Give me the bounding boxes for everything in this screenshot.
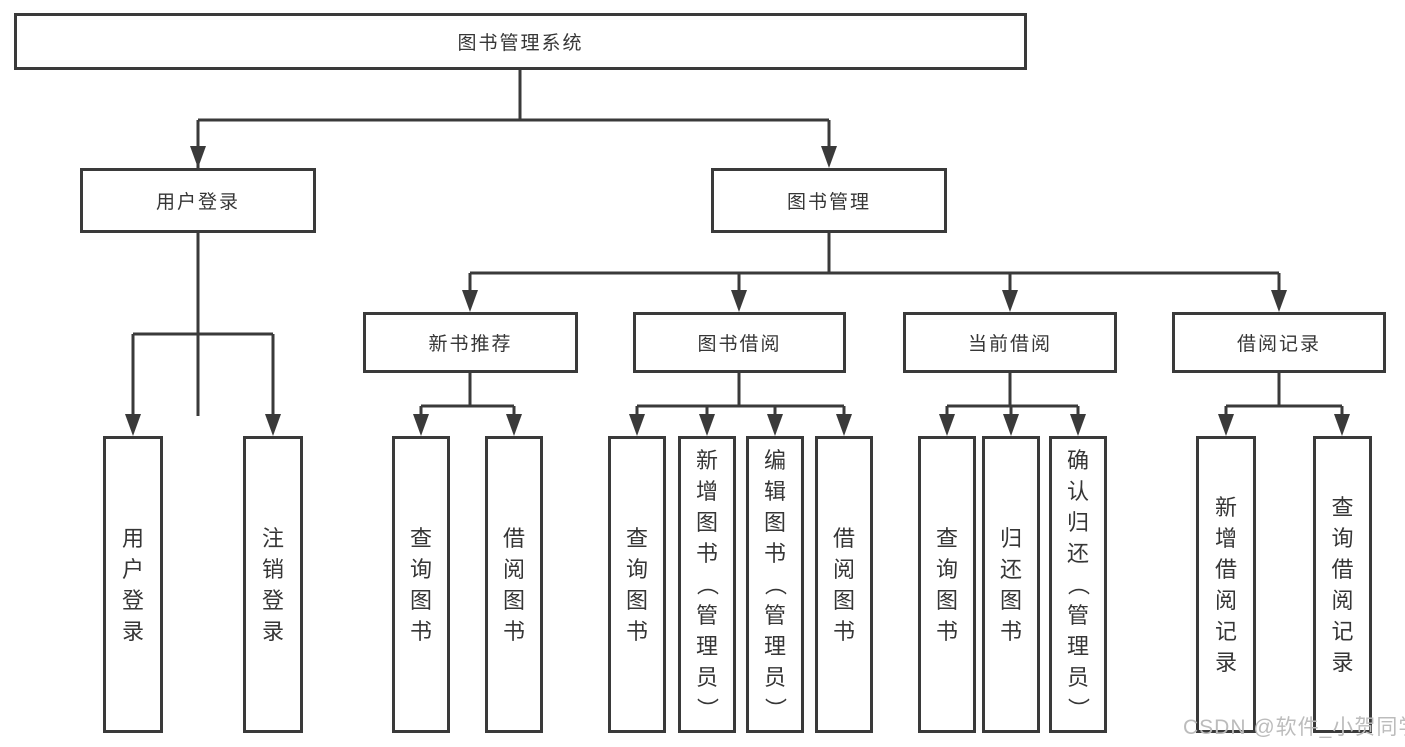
leaf-nbr-query-books: 查询图书 bbox=[392, 436, 450, 733]
leaf-nbr-borrow-books-label: 借阅图书 bbox=[502, 525, 525, 644]
node-new-book-recommend-label: 新书推荐 bbox=[428, 334, 513, 355]
leaf-cb-query-books-label: 查询图书 bbox=[935, 525, 958, 644]
arrowhead bbox=[629, 414, 645, 436]
leaf-cb-return-books: 归还图书 bbox=[982, 436, 1040, 733]
connector-book-mgmt-subtree bbox=[468, 233, 1281, 292]
arrowhead bbox=[1003, 414, 1019, 436]
leaf-cb-return-books-label: 归还图书 bbox=[999, 525, 1022, 644]
leaf-bb-edit-books-admin: 编辑图书（管理员） bbox=[746, 436, 804, 733]
connector-new-book-rec-subtree bbox=[419, 373, 516, 416]
arrowhead bbox=[767, 414, 783, 436]
arrowhead bbox=[1218, 414, 1234, 436]
arrowhead bbox=[1334, 414, 1350, 436]
leaf-nbr-query-books-label: 查询图书 bbox=[409, 525, 432, 644]
connector-user-login-subtree bbox=[131, 233, 275, 416]
node-book-borrowing-label: 图书借阅 bbox=[697, 334, 782, 355]
node-book-management: 图书管理 bbox=[711, 168, 947, 233]
arrowhead bbox=[731, 290, 747, 312]
leaf-logout-label: 注销登录 bbox=[261, 525, 284, 644]
arrowhead bbox=[836, 414, 852, 436]
node-root: 图书管理系统 bbox=[14, 13, 1027, 70]
node-current-borrowing-label: 当前借阅 bbox=[967, 334, 1052, 355]
leaf-bb-query-books: 查询图书 bbox=[608, 436, 666, 733]
connector-root bbox=[196, 70, 831, 416]
node-borrowing-records: 借阅记录 bbox=[1172, 312, 1386, 373]
arrowhead bbox=[1070, 414, 1086, 436]
leaf-br-add-record-label: 新增借阅记录 bbox=[1214, 494, 1237, 675]
leaf-cb-confirm-return-admin-label: 确认归还（管理员） bbox=[1065, 448, 1091, 720]
node-book-borrowing: 图书借阅 bbox=[633, 312, 846, 373]
arrowhead bbox=[506, 414, 522, 436]
leaf-bb-edit-books-admin-label: 编辑图书（管理员） bbox=[762, 448, 788, 720]
node-book-management-label: 图书管理 bbox=[786, 192, 871, 213]
leaf-br-add-record: 新增借阅记录 bbox=[1196, 436, 1256, 733]
connector-book-borrow-subtree bbox=[635, 373, 846, 416]
arrowhead bbox=[125, 414, 141, 436]
leaf-bb-borrow-books: 借阅图书 bbox=[815, 436, 873, 733]
arrowhead bbox=[1002, 290, 1018, 312]
leaf-nbr-borrow-books: 借阅图书 bbox=[485, 436, 543, 733]
leaf-bb-borrow-books-label: 借阅图书 bbox=[832, 525, 855, 644]
leaf-bb-add-books-admin: 新增图书（管理员） bbox=[678, 436, 736, 733]
node-root-label: 图书管理系统 bbox=[457, 33, 584, 54]
node-new-book-recommend: 新书推荐 bbox=[363, 312, 578, 373]
arrowhead bbox=[462, 290, 478, 312]
leaf-cb-confirm-return-admin: 确认归还（管理员） bbox=[1049, 436, 1107, 733]
arrowhead bbox=[413, 414, 429, 436]
arrowhead bbox=[821, 146, 837, 168]
leaf-br-query-record: 查询借阅记录 bbox=[1313, 436, 1372, 733]
leaf-cb-query-books: 查询图书 bbox=[918, 436, 976, 733]
node-borrowing-records-label: 借阅记录 bbox=[1236, 334, 1321, 355]
connector-current-borrow-subtree bbox=[945, 373, 1080, 416]
arrowhead bbox=[190, 146, 206, 168]
arrowhead bbox=[265, 414, 281, 436]
arrowhead bbox=[699, 414, 715, 436]
arrowhead bbox=[939, 414, 955, 436]
node-user-login-label: 用户登录 bbox=[155, 192, 240, 213]
leaf-logout: 注销登录 bbox=[243, 436, 303, 733]
leaf-user-login: 用户登录 bbox=[103, 436, 163, 733]
node-user-login: 用户登录 bbox=[80, 168, 316, 233]
node-current-borrowing: 当前借阅 bbox=[903, 312, 1117, 373]
csdn-watermark: CSDN @软件_小贺同学 bbox=[1183, 716, 1405, 739]
leaf-br-query-record-label: 查询借阅记录 bbox=[1331, 494, 1354, 675]
leaf-user-login-label: 用户登录 bbox=[121, 525, 144, 644]
leaf-bb-add-books-admin-label: 新增图书（管理员） bbox=[694, 448, 720, 720]
connector-borrow-record-subtree bbox=[1224, 373, 1344, 416]
arrowhead bbox=[1271, 290, 1287, 312]
leaf-bb-query-books-label: 查询图书 bbox=[625, 525, 648, 644]
